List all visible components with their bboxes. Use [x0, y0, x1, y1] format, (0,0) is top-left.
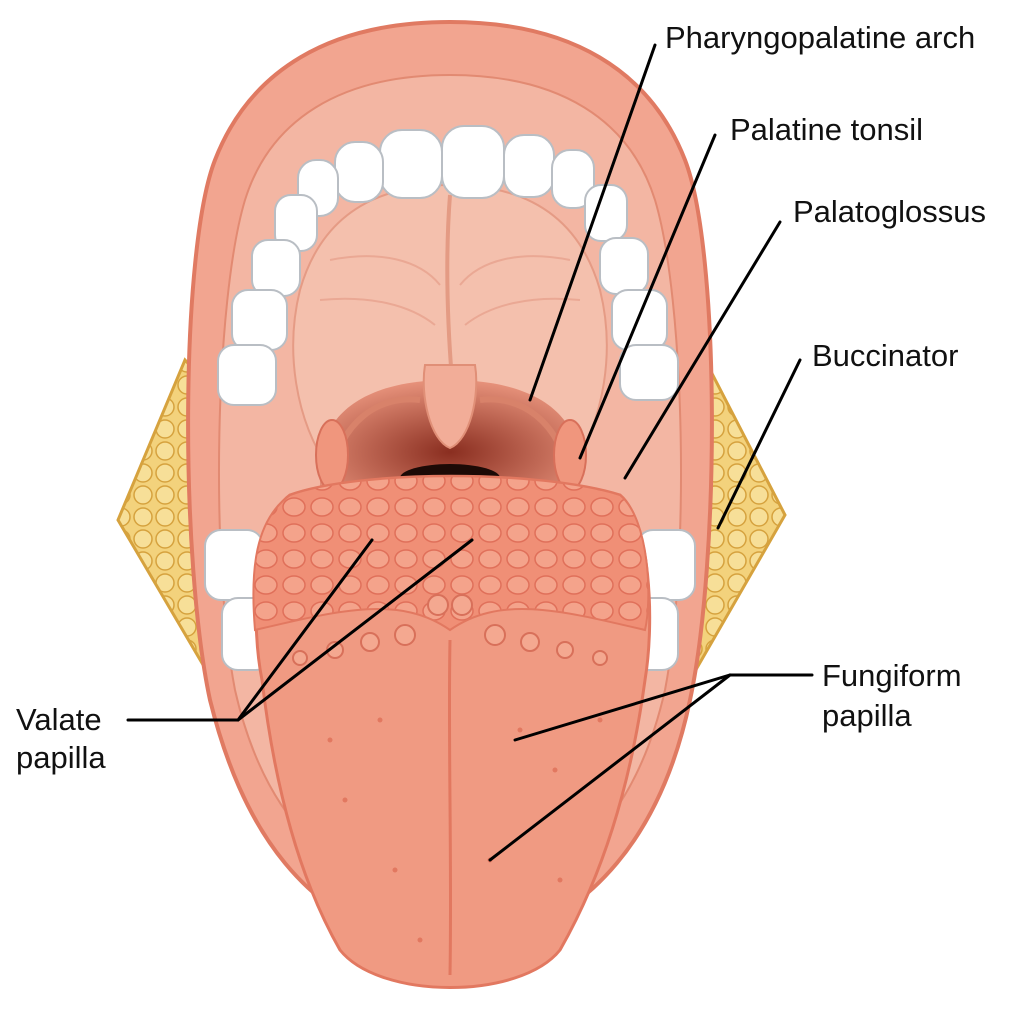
leader-pharyngopalatine-arch	[528, 43, 657, 402]
label-buccinator: Buccinator	[812, 338, 958, 373]
tongue-papillae-region	[252, 475, 650, 632]
uvula	[422, 364, 478, 450]
label-palatoglossus: Palatoglossus	[793, 194, 986, 229]
label-valate-papilla-line2: papilla	[16, 740, 106, 775]
upper-teeth	[217, 125, 679, 406]
leader-palatine-tonsil	[578, 133, 717, 460]
label-fungiform-papilla-line1: Fungiform	[822, 658, 962, 693]
vallate-papillae	[292, 594, 608, 666]
leader-fungiform-papilla-2	[488, 673, 732, 862]
label-pharyngopalatine-arch: Pharyngopalatine arch	[665, 20, 975, 55]
label-valate-papilla-line1: Valate	[16, 702, 102, 737]
median-sulcus	[447, 639, 453, 976]
leader-valate-papilla-2	[236, 538, 474, 722]
left-palatine-tonsil	[315, 419, 349, 491]
palatine-raphe	[445, 194, 454, 381]
label-palatine-tonsil: Palatine tonsil	[730, 112, 923, 147]
leader-palatoglossus	[623, 220, 782, 480]
label-fungiform-papilla-line2: papilla	[822, 698, 912, 733]
leader-buccinator	[716, 358, 802, 530]
